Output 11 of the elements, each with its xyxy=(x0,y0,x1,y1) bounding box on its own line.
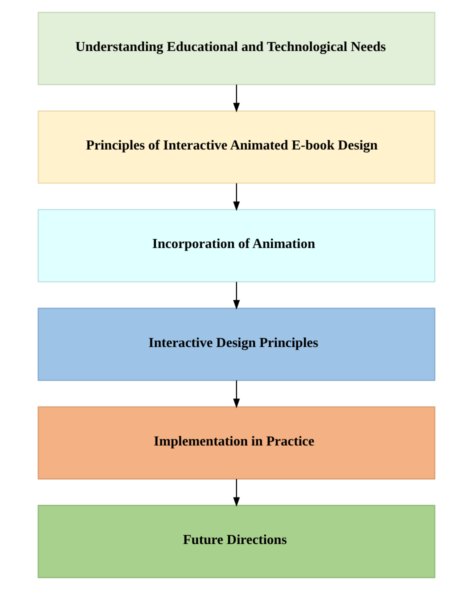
arrow xyxy=(232,380,240,408)
arrow xyxy=(232,183,240,211)
node-box: Future Directions xyxy=(37,504,435,578)
arrow xyxy=(232,84,240,112)
arrow xyxy=(232,282,240,310)
node-box: Interactive Design Principles xyxy=(37,308,435,381)
node-box: Principles of Interactive Animated E-book Design xyxy=(37,110,435,184)
arrow xyxy=(232,479,240,507)
node-box: Implementation in Practice xyxy=(37,406,435,480)
node-box: Understanding Educational and Technological Needs xyxy=(37,12,435,86)
node-box: Incorporation of Animation xyxy=(37,209,435,282)
